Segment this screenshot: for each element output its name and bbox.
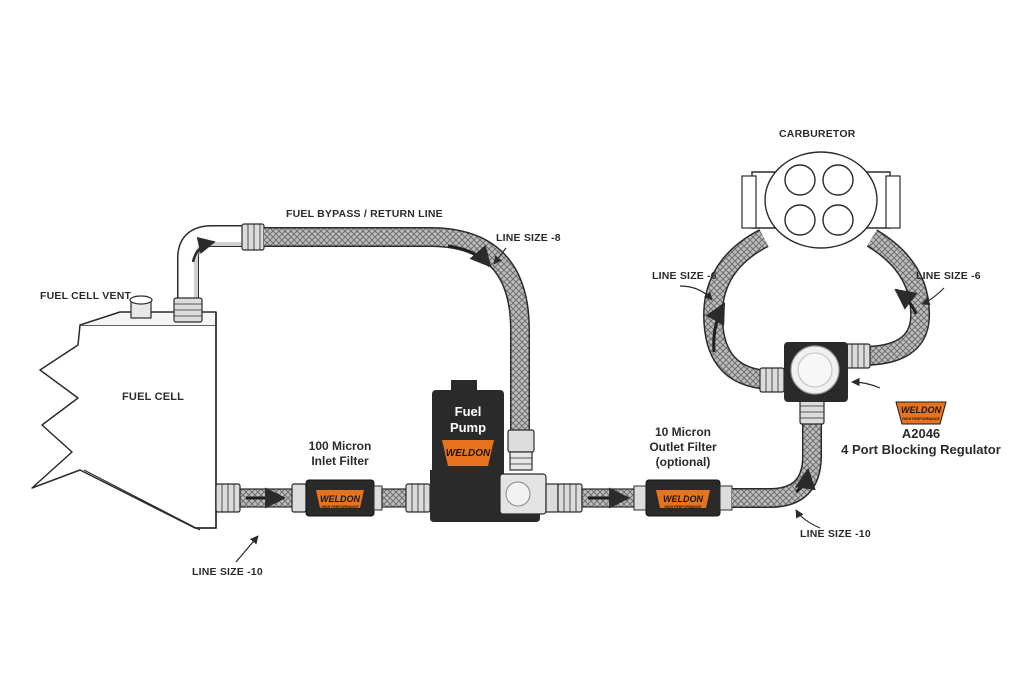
pump-inlet-fittings	[381, 483, 431, 513]
line-size-6-left-label: LINE SIZE -6	[652, 270, 717, 282]
inlet-filter	[305, 479, 383, 517]
brand-tagline-outlet-filter: HIGH PERFORMANCE	[664, 505, 702, 509]
regulator-name: 4 Port Blocking Regulator	[841, 442, 1001, 457]
regulator	[784, 342, 848, 402]
brand-logo-inlet-filter: WELDON HIGH PERFORMANCE	[320, 494, 360, 509]
carburetor-label: CARBURETOR	[779, 128, 856, 140]
inlet-filter-label: 100 Micron Inlet Filter	[302, 439, 378, 469]
fuel-cell-vent-cap	[129, 295, 153, 319]
brand-logo-outlet-filter: WELDON HIGH PERFORMANCE	[663, 494, 703, 509]
regulator-feed-line	[732, 399, 825, 508]
carb-feed-lines	[703, 229, 931, 393]
outlet-filter-label-line1: 10 Micron	[654, 425, 711, 439]
inlet-filter-label-line1: 100 Micron	[308, 439, 372, 453]
inlet-filter-label-line2: Inlet Filter	[311, 454, 369, 468]
fuel-cell-label: FUEL CELL	[122, 391, 185, 403]
outlet-filter-label-line2: Outlet Filter	[649, 440, 717, 454]
outlet-filter-label-line3: (optional)	[655, 455, 711, 469]
bypass-line-label: FUEL BYPASS / RETURN LINE	[286, 208, 443, 220]
brand-tagline-inlet-filter: HIGH PERFORMANCE	[321, 505, 359, 509]
brand-logo-regulator: WELDON HIGH PERFORMANCE	[895, 401, 947, 425]
fuel-pump-label-line1: Fuel	[454, 404, 482, 419]
brand-logo-regulator-text: WELDON	[901, 405, 941, 415]
line-size-10-right-label: LINE SIZE -10	[800, 528, 871, 540]
fuel-pump-label: Fuel Pump	[446, 404, 490, 436]
fuel-pump	[430, 380, 547, 522]
line-size-10-left-label: LINE SIZE -10	[192, 566, 263, 578]
line-size-6-right-label: LINE SIZE -6	[916, 270, 981, 282]
outlet-line	[545, 483, 647, 513]
regulator-part-number: A2046	[901, 426, 941, 441]
brand-tagline-regulator: HIGH PERFORMANCE	[902, 417, 940, 421]
fuel-cell-vent-label: FUEL CELL VENT	[40, 290, 132, 302]
brand-logo-pump-text: WELDON	[446, 448, 491, 459]
brand-logo-pump: WELDON	[446, 448, 491, 459]
callout-arrows	[235, 247, 945, 563]
fuel-cell	[31, 311, 217, 531]
brand-logo-outlet-filter-text: WELDON	[663, 494, 703, 504]
inlet-line	[215, 483, 307, 513]
return-elbow	[173, 223, 265, 323]
line-size-8-label: LINE SIZE -8	[496, 232, 561, 244]
fuel-pump-label-line2: Pump	[449, 420, 487, 435]
outlet-filter	[645, 479, 733, 517]
brand-logo-inlet-filter-text: WELDON	[320, 494, 360, 504]
regulator-label: A2046 4 Port Blocking Regulator	[836, 426, 1006, 458]
outlet-filter-label: 10 Micron Outlet Filter (optional)	[642, 425, 724, 470]
carburetor	[741, 151, 901, 249]
